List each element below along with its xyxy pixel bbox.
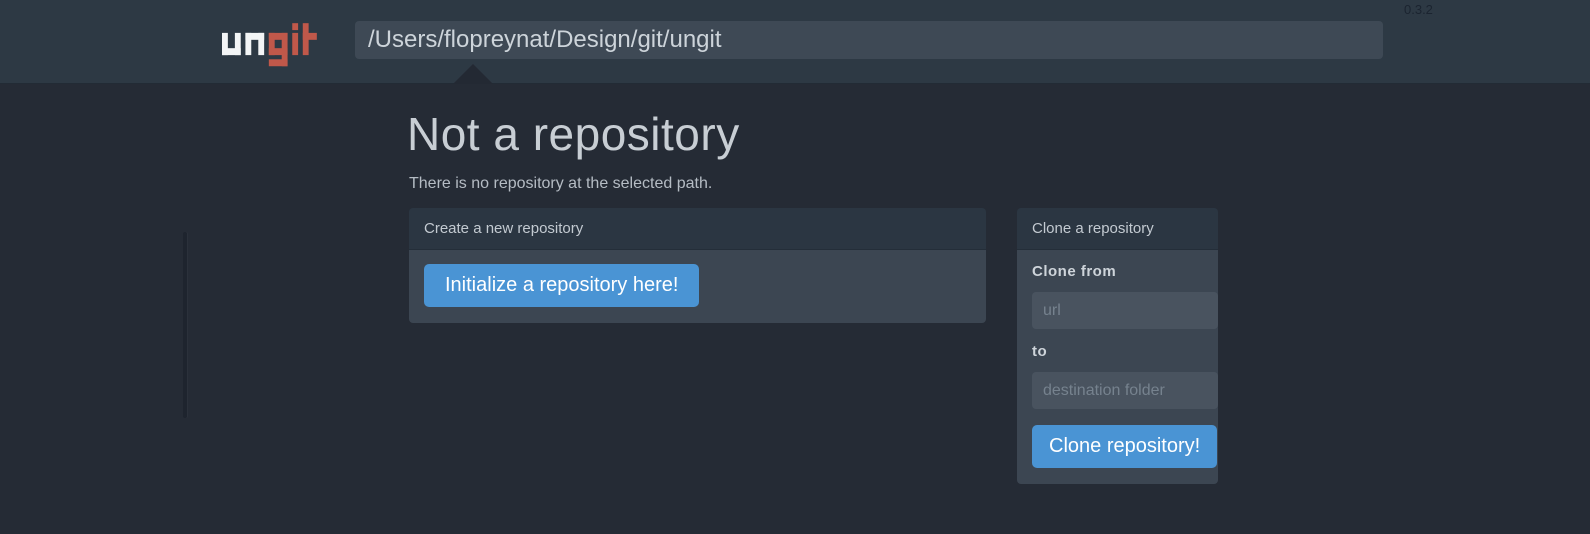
- page-title: Not a repository: [407, 108, 740, 160]
- clone-repository-panel: Clone a repository Clone from to Clone r…: [1017, 208, 1218, 484]
- page-subtitle: There is no repository at the selected p…: [409, 175, 713, 192]
- initialize-repository-button[interactable]: Initialize a repository here!: [424, 264, 700, 307]
- repo-path-input[interactable]: [355, 21, 1383, 59]
- version-label: 0.3.2: [1404, 2, 1433, 17]
- logo-letters-un: [222, 32, 265, 56]
- logo-letters-git: [268, 23, 317, 67]
- create-panel-body: Initialize a repository here!: [409, 250, 986, 323]
- path-caret-icon: [453, 64, 493, 84]
- clone-to-label: to: [1032, 343, 1048, 360]
- create-repository-panel: Create a new repository Initialize a rep…: [409, 208, 986, 323]
- logo-text: ungit: [0, 0, 1, 1]
- clone-panel-body: Clone from to Clone repository!: [1017, 250, 1218, 484]
- clone-url-input[interactable]: [1032, 292, 1218, 329]
- clone-repository-button[interactable]: Clone repository!: [1032, 425, 1218, 468]
- clone-panel-header: Clone a repository: [1017, 208, 1218, 250]
- create-panel-header: Create a new repository: [409, 208, 986, 250]
- topbar: ungit 0.3.2: [0, 0, 1590, 84]
- graph-branch-line: [183, 232, 187, 418]
- ungit-logo: [222, 23, 317, 67]
- content-area: Not a repository There is no repository …: [0, 85, 1590, 534]
- destination-folder-input[interactable]: [1032, 372, 1218, 409]
- clone-from-label: Clone from: [1032, 263, 1117, 280]
